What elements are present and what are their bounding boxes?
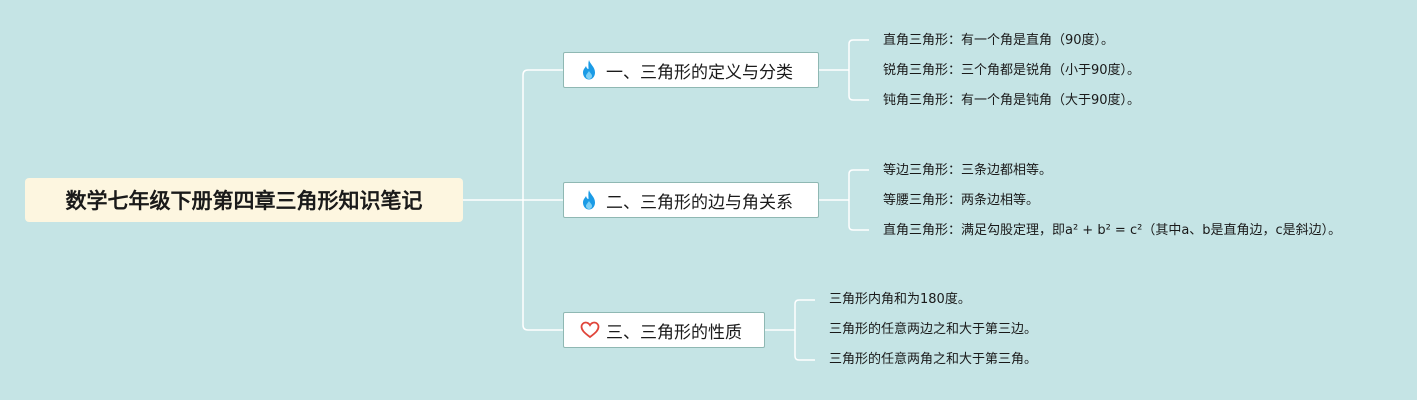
branch-properties[interactable]: 三、三角形的性质 (563, 312, 765, 348)
branch-side-angle-relation[interactable]: 二、三角形的边与角关系 (563, 182, 819, 218)
root-topic[interactable]: 数学七年级下册第四章三角形知识笔记 (25, 178, 463, 222)
flame-icon (580, 189, 600, 211)
leaf-right-triangle-definition[interactable]: 直角三角形：有一个角是直角（90度）。 (883, 33, 1115, 48)
flame-icon (580, 59, 600, 81)
leaf-acute-triangle-definition[interactable]: 锐角三角形：三个角都是锐角（小于90度）。 (883, 63, 1141, 78)
branch-label: 三、三角形的性质 (606, 322, 742, 343)
leaf-side-inequality[interactable]: 三角形的任意两边之和大于第三边。 (829, 322, 1038, 337)
root-title: 数学七年级下册第四章三角形知识笔记 (65, 189, 423, 213)
branch-label: 一、三角形的定义与分类 (606, 62, 793, 83)
branch-label: 二、三角形的边与角关系 (606, 192, 793, 213)
heart-icon (580, 319, 600, 341)
leaf-obtuse-triangle-definition[interactable]: 钝角三角形：有一个角是钝角（大于90度）。 (883, 93, 1141, 108)
branch-definition-classification[interactable]: 一、三角形的定义与分类 (563, 52, 819, 88)
leaf-equilateral-triangle[interactable]: 等边三角形：三条边都相等。 (883, 163, 1053, 178)
leaf-angle-inequality[interactable]: 三角形的任意两角之和大于第三角。 (829, 352, 1038, 367)
leaf-pythagorean-theorem[interactable]: 直角三角形：满足勾股定理，即a² + b² = c²（其中a、b是直角边，c是斜… (883, 223, 1342, 238)
leaf-isosceles-triangle[interactable]: 等腰三角形：两条边相等。 (883, 193, 1040, 208)
leaf-angle-sum[interactable]: 三角形内角和为180度。 (829, 292, 971, 307)
